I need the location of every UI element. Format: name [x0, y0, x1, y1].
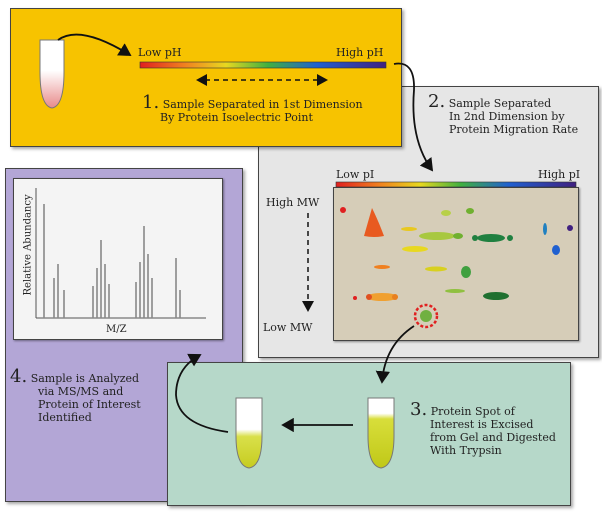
step1-line1: Sample Separated in 1st Dimension	[162, 98, 363, 111]
step2-text: 2. Sample Separated In 2nd Dimension by …	[428, 93, 579, 137]
step3-line4: With Trypsin	[430, 444, 502, 457]
digested-tube	[367, 397, 395, 469]
right-arrowhead	[317, 74, 328, 86]
arrow-bar-to-gel	[393, 62, 434, 172]
step1-text: 1. Sample Separated in 1st Dimension By …	[142, 94, 363, 125]
step4-number: 4.	[10, 366, 28, 387]
ms-spectrum-plot	[13, 178, 223, 340]
step3-line1: Protein Spot of	[430, 405, 515, 418]
step3-line2: Interest is Excised	[430, 418, 534, 431]
step1-line2: By Protein Isoelectric Point	[160, 111, 313, 124]
step3-text: 3. Protein Spot of Interest is Excised f…	[410, 401, 556, 458]
pi-gradient-bar	[335, 181, 577, 188]
arrow-spot-to-tube	[375, 325, 415, 384]
step2-number: 2.	[428, 91, 446, 112]
peptide-tube	[235, 397, 263, 469]
step2-line3: Protein Migration Rate	[449, 123, 579, 136]
step3-line3: from Gel and Digested	[430, 431, 556, 444]
low-mw-label: Low MW	[263, 321, 313, 334]
step1-number: 1.	[142, 92, 160, 113]
low-pi-label: Low pI	[336, 168, 375, 181]
high-pi-label: High pI	[538, 168, 581, 181]
high-ph-label: High pH	[336, 46, 384, 59]
step4-line4: Identified	[38, 411, 92, 424]
sample-tube-pink	[39, 39, 65, 109]
gel-spots	[340, 207, 573, 329]
arrow-tube-to-bar	[57, 33, 132, 56]
mw-arrowhead	[302, 301, 314, 312]
step3-number: 3.	[410, 399, 428, 420]
step2-line1: Sample Separated	[448, 97, 552, 110]
step2-line2: In 2nd Dimension by	[449, 110, 565, 123]
low-ph-label: Low pH	[138, 46, 182, 59]
high-mw-label: High MW	[266, 196, 320, 209]
step4-text: 4. Sample is Analyzed via MS/MS and Prot…	[10, 368, 141, 425]
spectrum-xlabel: M/Z	[106, 324, 127, 335]
ph-gradient-bar	[139, 61, 387, 69]
spectrum-peaks	[43, 204, 181, 318]
arrow-tube-to-spectrum	[175, 353, 229, 433]
step4-line1: Sample is Analyzed	[30, 372, 140, 385]
left-arrowhead	[196, 74, 207, 86]
step4-line2: via MS/MS and	[38, 385, 124, 398]
step4-line3: Protein of Interest	[38, 398, 141, 411]
